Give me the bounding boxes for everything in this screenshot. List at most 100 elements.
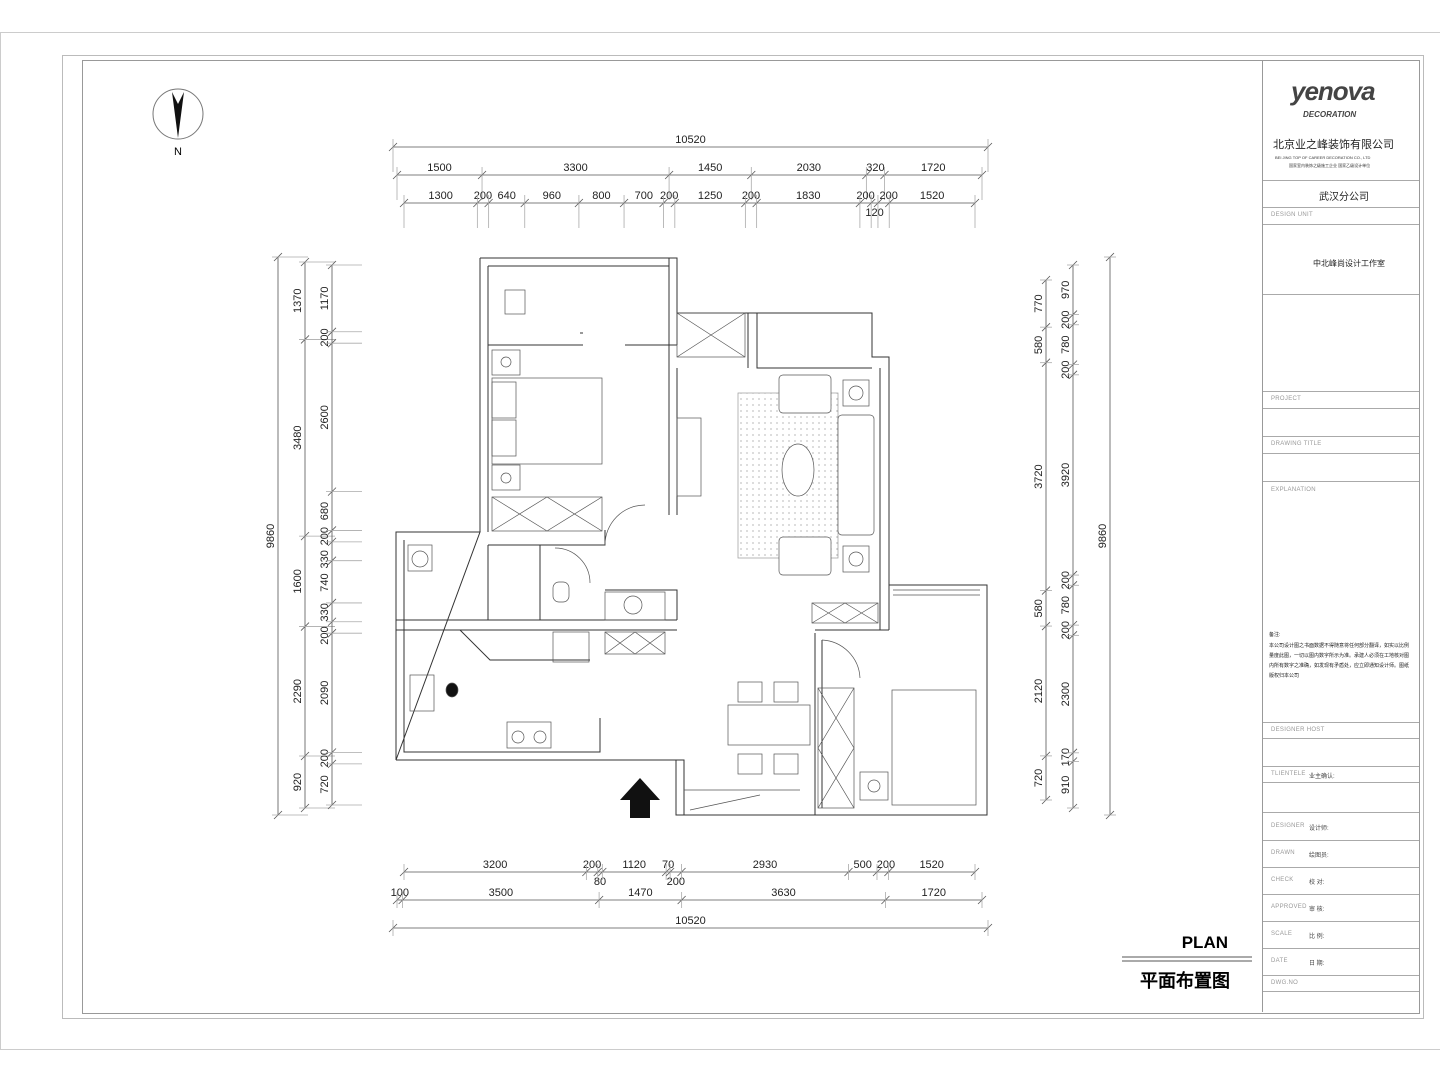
nightstand-icon xyxy=(491,464,521,491)
dimension-label: 3920 xyxy=(1060,463,1072,487)
check-label: CHECK xyxy=(1271,877,1294,883)
dimension-label: 120 xyxy=(865,207,883,219)
dimension-label: 330 xyxy=(319,603,331,621)
dimension-label: 580 xyxy=(1033,336,1045,354)
dimension-label: 920 xyxy=(292,773,304,791)
explanation-label: EXPLANATION xyxy=(1271,487,1316,493)
dimension-label: 2600 xyxy=(319,405,331,429)
washing-machine-icon xyxy=(407,544,433,572)
basin-icon xyxy=(623,595,643,615)
dimension-label: 3500 xyxy=(489,887,513,899)
sheet-border xyxy=(0,32,1440,1050)
bed-icon xyxy=(891,689,977,806)
dimension-label: 200 xyxy=(1060,310,1072,328)
date-value: 日 期: xyxy=(1309,961,1325,967)
dimension-label: 200 xyxy=(660,190,678,202)
drawn-value: 绘图员: xyxy=(1309,853,1329,859)
scale-value: 比 例: xyxy=(1309,934,1325,940)
logo-subtitle: DECORATION xyxy=(1303,110,1357,119)
dimension-label: 70 xyxy=(662,859,674,871)
dimension-label: 200 xyxy=(1060,571,1072,589)
dimension-label: 2120 xyxy=(1033,679,1045,703)
dimension-label: 1500 xyxy=(427,162,451,174)
door-swing-icon xyxy=(554,547,591,584)
dimension-label: 1520 xyxy=(919,859,943,871)
dimension-label: 1370 xyxy=(292,288,304,312)
clientele-label: TLIENTELE xyxy=(1271,771,1306,777)
dimension-label: 3720 xyxy=(1033,464,1045,488)
dimension-label: 9860 xyxy=(1097,524,1109,548)
dimension-label: 200 xyxy=(319,626,331,644)
dimension-label: 1450 xyxy=(698,162,722,174)
compass-label: N xyxy=(174,146,182,158)
stool-icon xyxy=(445,682,459,698)
dimension-label: 200 xyxy=(1060,361,1072,379)
dimension-label: 960 xyxy=(543,190,561,202)
plan-title-en: PLAN xyxy=(1182,933,1228,952)
title-block: yenova DECORATION 北京业之峰装饰有限公司 BEI JING T… xyxy=(1262,60,1420,1012)
dimension-label: 200 xyxy=(1060,621,1072,639)
dimension-label: 1720 xyxy=(921,887,945,899)
dimension-label: 1830 xyxy=(796,190,820,202)
dimension-label: 1720 xyxy=(921,162,945,174)
scale-label: SCALE xyxy=(1271,931,1293,937)
branch-name: 武汉分公司 xyxy=(1319,192,1369,203)
date-label: DATE xyxy=(1271,958,1288,964)
design-unit-label: DESIGN UNIT xyxy=(1271,212,1313,218)
sink-icon xyxy=(409,674,435,712)
note-title: 备注: xyxy=(1269,632,1281,638)
tv-cabinet-icon xyxy=(676,417,702,497)
dimension-label: 200 xyxy=(877,859,895,871)
dimension-label: 2090 xyxy=(319,681,331,705)
bed-icon xyxy=(491,377,603,465)
dimension-label: 770 xyxy=(1033,294,1045,312)
dimension-label: 640 xyxy=(498,190,516,202)
dimension-label: 1600 xyxy=(292,569,304,593)
dimension-label: 2030 xyxy=(797,162,821,174)
dimension-label: 170 xyxy=(1060,748,1072,766)
dimension-label: 10520 xyxy=(675,915,706,927)
dimension-label: 1120 xyxy=(622,859,646,871)
project-label: PROJECT xyxy=(1271,396,1302,402)
designer-host-label: DESIGNER HOST xyxy=(1271,727,1325,733)
dimension-label: 2930 xyxy=(753,859,777,871)
dimension-label: 330 xyxy=(319,550,331,568)
dimension-label: 1470 xyxy=(628,887,652,899)
dimension-label: 910 xyxy=(1060,776,1072,794)
check-value: 校 对: xyxy=(1309,880,1325,886)
approved-label: APPROVED xyxy=(1271,904,1307,910)
furniture xyxy=(407,289,980,811)
dimension-label: 700 xyxy=(635,190,653,202)
dimension-label: 720 xyxy=(319,775,331,793)
wardrobe-icon xyxy=(817,687,855,809)
dwg-no-label: DWG.NO xyxy=(1271,980,1299,986)
dimension-label: 680 xyxy=(319,502,331,520)
dimension-label: 200 xyxy=(474,190,492,202)
dimension-label: 200 xyxy=(742,190,760,202)
dimension-label: 800 xyxy=(592,190,610,202)
company-logo: yenova xyxy=(1291,76,1376,106)
dimension-label: 970 xyxy=(1060,281,1072,299)
dimension-label: 1250 xyxy=(698,190,722,202)
nightstand-icon xyxy=(491,349,521,376)
entrance-arrow-icon xyxy=(620,778,660,818)
compass-icon: N xyxy=(152,88,204,158)
dining-table-icon xyxy=(727,704,811,746)
company-name-en: BEI JING TOP OF CAREER DECORATION CO., L… xyxy=(1275,155,1371,160)
dimension-label: 200 xyxy=(880,190,898,202)
dimension-label: 720 xyxy=(1033,769,1045,787)
dimension-label: 780 xyxy=(1060,336,1072,354)
dimension-label: 200 xyxy=(667,876,685,888)
approved-value: 审 核: xyxy=(1309,907,1325,913)
dimension-label: 1520 xyxy=(920,190,944,202)
dimension-label: 200 xyxy=(583,859,601,871)
door-swing-icon xyxy=(821,639,861,679)
dimension-label: 100 xyxy=(391,887,409,899)
note-text: 本公司设计图之书面数据不得随意将任何部分翻译，如实以比例量度此图，一切以图内数字… xyxy=(1269,643,1410,679)
stove-icon xyxy=(506,721,552,749)
dimension-label: 200 xyxy=(319,328,331,346)
dimension-label: 500 xyxy=(854,859,872,871)
cabinet-icon xyxy=(676,312,746,358)
